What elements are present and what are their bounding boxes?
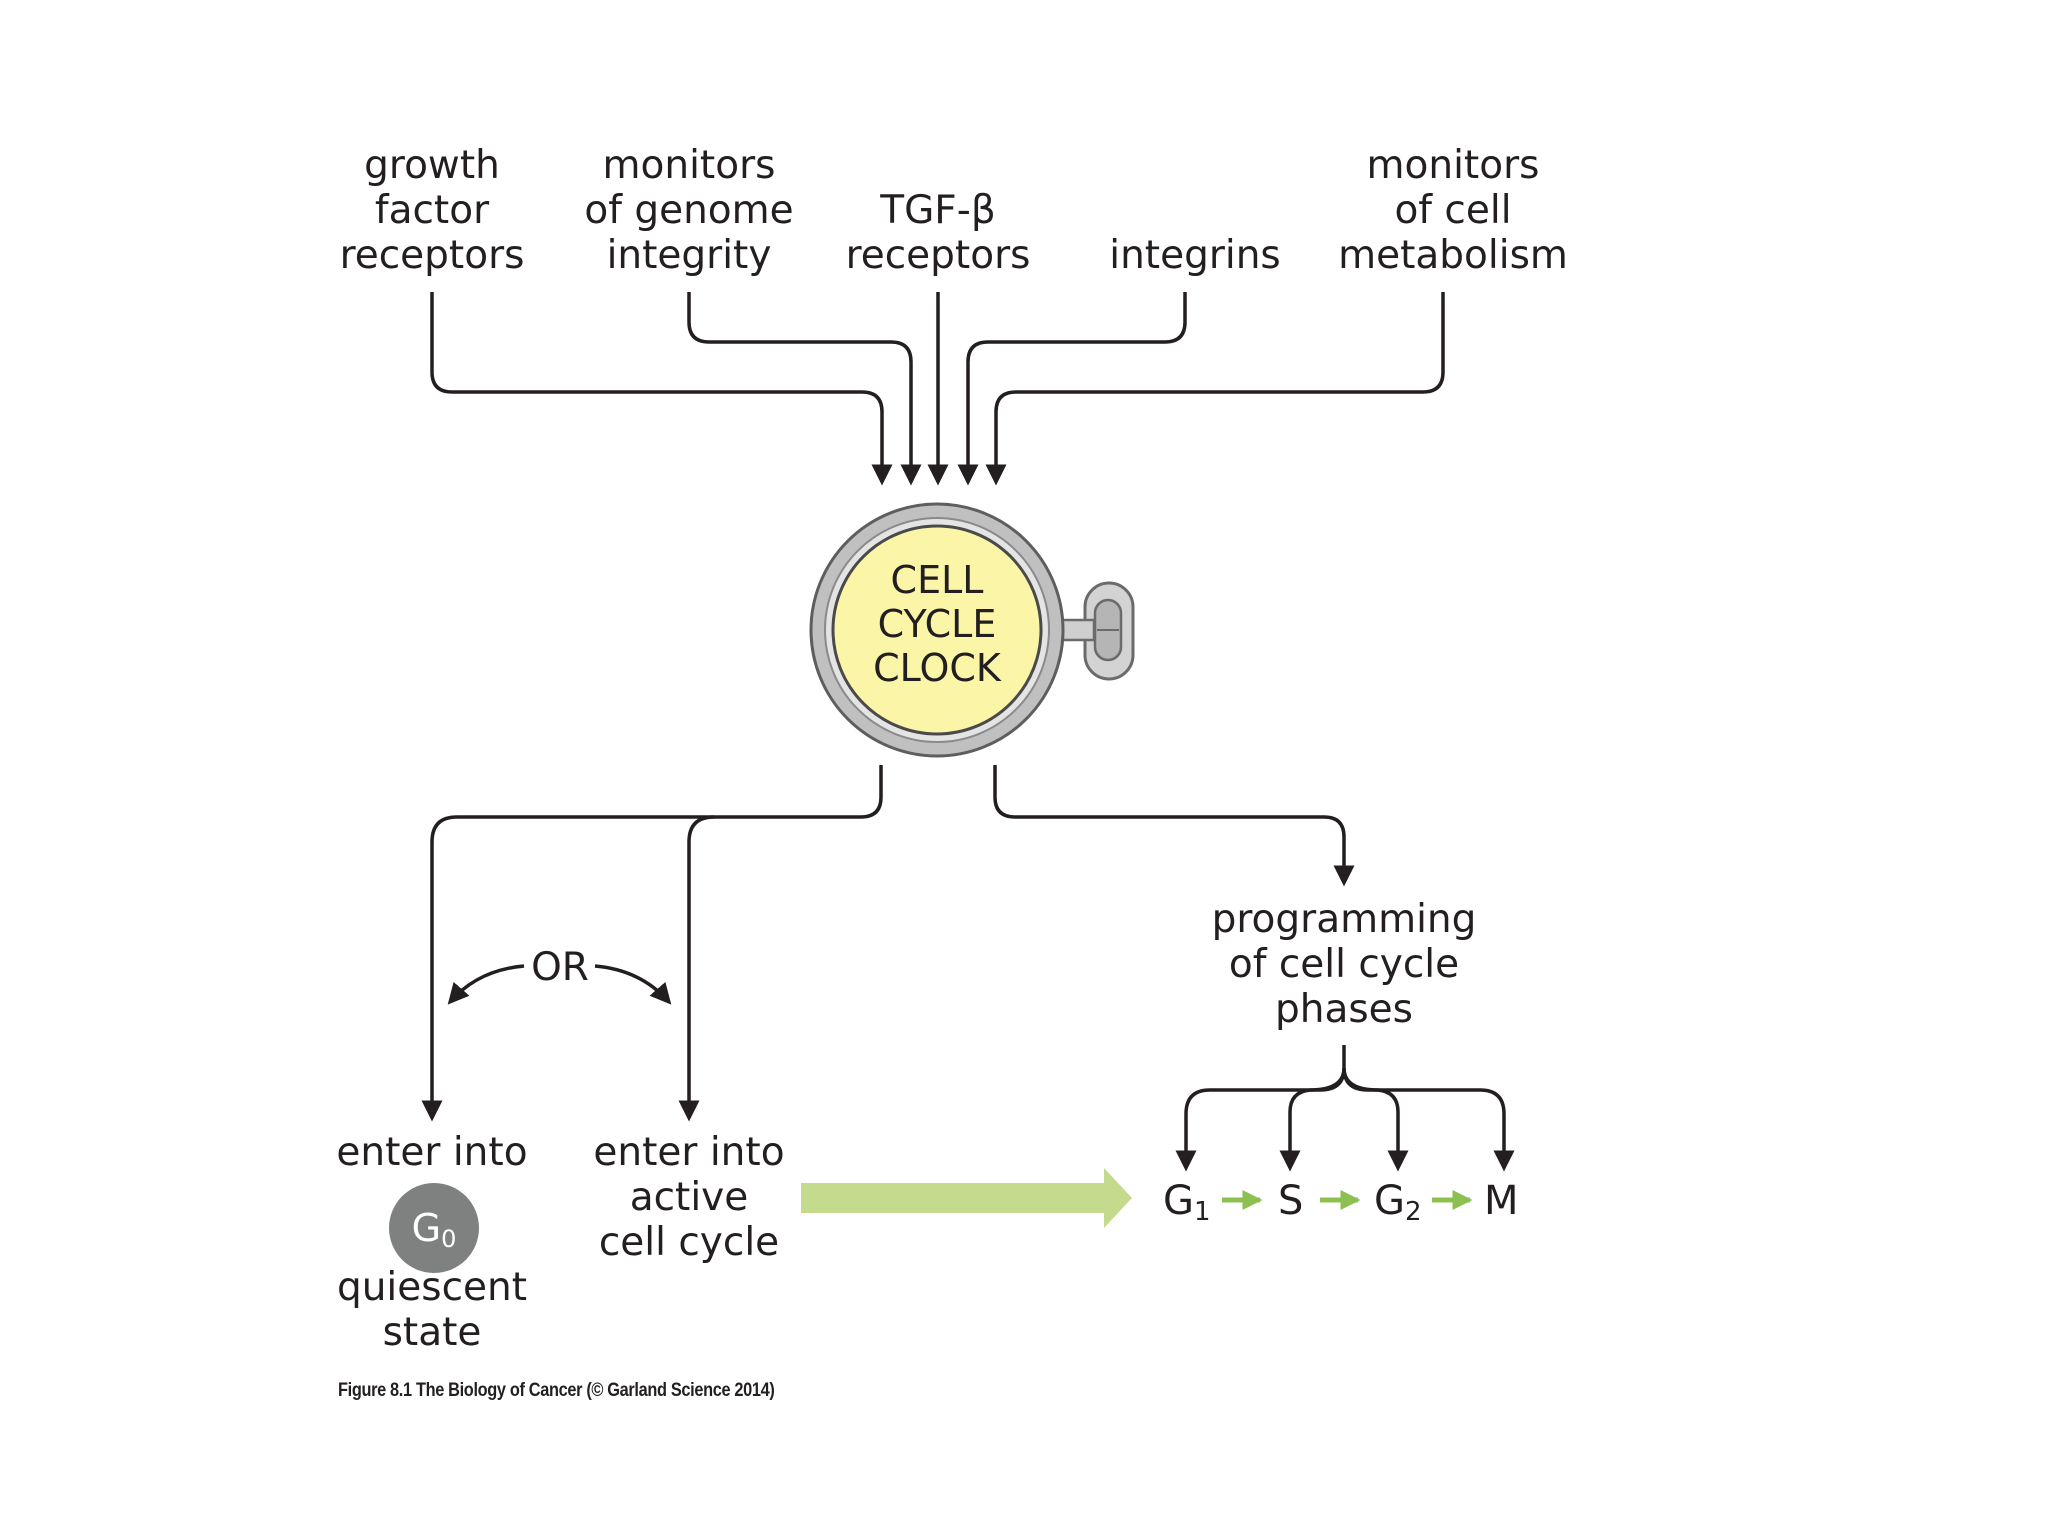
arrow-metabolism-to-clock xyxy=(985,292,1445,486)
or-label: OR xyxy=(531,945,589,990)
label-monitors-genome-integrity: monitors of genome integrity xyxy=(584,143,794,278)
label-quiescent-state: quiescent state xyxy=(336,1265,528,1355)
or-arrow-right xyxy=(594,964,672,1005)
phase-s: S xyxy=(1278,1178,1304,1224)
bracket-to-g1 xyxy=(1175,1045,1346,1172)
label-integrins: integrins xyxy=(1109,233,1281,278)
arrow-clock-to-programming xyxy=(993,765,1355,887)
phase-g2: G2 xyxy=(1374,1178,1422,1227)
clock-face xyxy=(831,524,1043,736)
label-programming-cell-cycle-phases: programming of cell cycle phases xyxy=(1211,897,1477,1032)
arrow-clock-to-quiescent xyxy=(421,765,883,1122)
label-enter-into-active-cell-cycle: enter into active cell cycle xyxy=(593,1130,785,1265)
phase-m: M xyxy=(1484,1178,1519,1224)
or-arrow-left xyxy=(447,964,525,1005)
g0-badge: G0 xyxy=(389,1183,479,1273)
bracket-to-m xyxy=(1342,1067,1515,1172)
label-enter-into-quiescent: enter into xyxy=(336,1130,528,1175)
clock-stem xyxy=(1060,618,1096,642)
label-monitors-cell-metabolism: monitors of cell metabolism xyxy=(1338,143,1568,278)
clock-label: CELL CYCLE CLOCK xyxy=(873,558,1001,690)
figure-caption: Figure 8.1 The Biology of Cancer (© Garl… xyxy=(338,1380,775,1401)
bracket-to-s xyxy=(1279,1067,1346,1172)
phase-g1: G1 xyxy=(1163,1178,1211,1227)
label-tgf-beta-receptors: TGF-β receptors xyxy=(845,188,1031,278)
arrow-clock-to-active-cycle xyxy=(678,815,715,1122)
arrow-integrins-to-clock xyxy=(957,292,1187,486)
big-green-arrow xyxy=(801,1168,1132,1228)
cell-cycle-clock xyxy=(809,502,1135,758)
bracket-to-g2 xyxy=(1342,1067,1409,1172)
label-growth-factor-receptors: growth factor receptors xyxy=(339,143,525,278)
arrow-growth-factor-to-clock xyxy=(430,292,893,486)
arrow-genome-to-clock xyxy=(687,292,922,486)
